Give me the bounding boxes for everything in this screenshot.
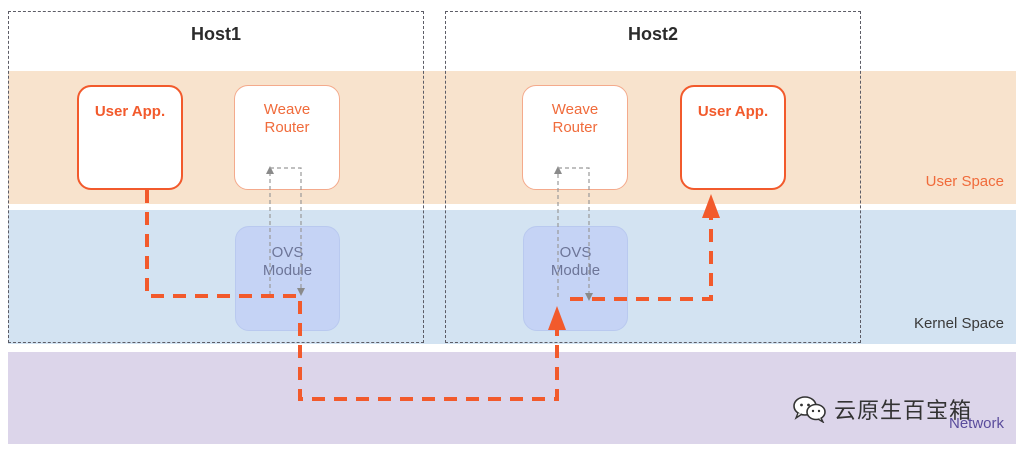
host2-router-label-line1: Weave — [551, 101, 599, 118]
host1-ovs-module-box: OVS Module — [235, 226, 340, 331]
user-space-label: User Space — [925, 173, 1004, 190]
host2-container: Host2 — [445, 11, 861, 343]
host2-user-app-box: User App. — [680, 85, 786, 190]
host1-ovs-label-line1: OVS — [271, 244, 304, 261]
host1-router-label-line1: Weave — [263, 101, 311, 118]
network-label: Network — [948, 415, 1004, 432]
host1-router-label-line2: Router — [264, 119, 310, 136]
host1-ovs-label-line2: Module — [262, 262, 313, 279]
host1-container: Host1 — [8, 11, 424, 343]
watermark: 云原生百宝箱 — [792, 393, 972, 425]
wechat-icon — [793, 396, 826, 423]
host2-title: Host2 — [627, 24, 678, 44]
host1-user-app-box: User App. — [77, 85, 183, 190]
host2-ovs-label-line2: Module — [550, 262, 601, 279]
host2-user-app-label: User App. — [697, 103, 769, 120]
host1-weave-router-box: Weave Router — [234, 85, 340, 190]
host1-title: Host1 — [190, 24, 241, 44]
watermark-text: 云原生百宝箱 — [834, 399, 973, 424]
kernel-space-label: Kernel Space — [913, 315, 1004, 332]
host2-ovs-module-box: OVS Module — [523, 226, 628, 331]
host2-router-label-line2: Router — [552, 119, 598, 136]
host2-ovs-label-line1: OVS — [559, 244, 592, 261]
host1-user-app-label: User App. — [94, 103, 166, 120]
host2-weave-router-box: Weave Router — [522, 85, 628, 190]
